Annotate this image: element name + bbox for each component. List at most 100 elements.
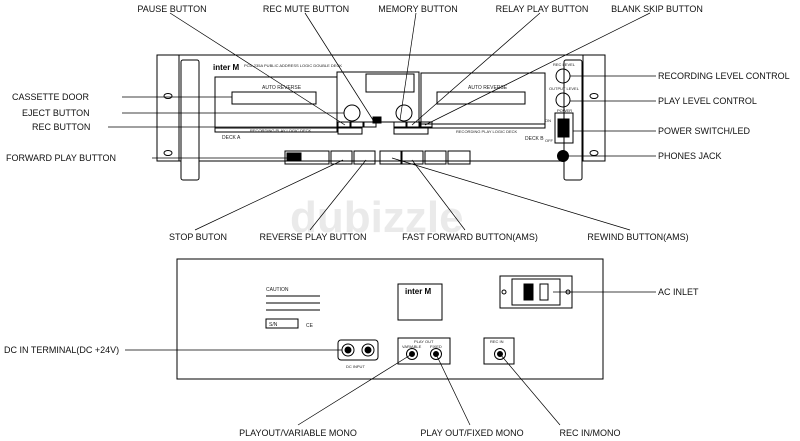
dc-terminal-negative-core <box>364 346 372 354</box>
callout-reverse-play-button: REVERSE PLAY BUTTON <box>259 232 366 242</box>
ac-inlet-pins <box>523 283 534 301</box>
power-label: POWER <box>557 108 572 113</box>
ear-hole <box>163 150 173 156</box>
callout-ac-inlet: AC INLET <box>658 287 699 297</box>
counter-display <box>365 73 415 93</box>
caution-title: CAUTION <box>266 287 289 293</box>
rewind-button-b[interactable] <box>379 150 402 165</box>
deck-a-caption: RECORDING PLAY LOGIC DECK <box>250 128 312 133</box>
deck-a-transport-strip <box>337 127 363 135</box>
leader-rewind <box>391 157 631 231</box>
callout-rec-mute-button: REC MUTE BUTTON <box>263 4 349 14</box>
reverse-play-button-a[interactable] <box>353 150 376 165</box>
deck-b-relay-button[interactable] <box>406 121 420 128</box>
callout-rec-in-mono: REC IN/MONO <box>559 428 620 438</box>
dc-input-label: DC INPUT <box>346 364 365 369</box>
ce-mark: CE <box>306 323 314 329</box>
leader-pause <box>169 12 346 126</box>
deck-a-auto-reverse: AUTO REVERSE <box>262 85 302 91</box>
callout-recording-level-control: RECORDING LEVEL CONTROL <box>658 71 790 81</box>
leader-fast-forward <box>411 159 466 231</box>
output-level-label: OUTPUT LEVEL <box>549 86 580 91</box>
leader-playout-variable <box>297 353 413 426</box>
play-out-block <box>397 337 451 365</box>
deck-b-blank-skip-button[interactable] <box>419 121 433 128</box>
dc-terminal-negative[interactable] <box>361 343 375 357</box>
handle-left <box>180 59 200 181</box>
leader-blank-skip <box>424 12 651 126</box>
phones-jack[interactable] <box>557 150 569 162</box>
on-label: ON <box>545 118 551 123</box>
forward-play-button-b[interactable] <box>447 150 471 165</box>
callout-playout-variable-mono: PLAYOUT/VARIABLE MONO <box>239 428 357 438</box>
ac-inlet-socket <box>511 278 561 306</box>
callout-rec-button: REC BUTTON <box>32 122 90 132</box>
leader-rec-in <box>499 353 561 426</box>
stop-button-a[interactable] <box>330 150 353 165</box>
deck-b-auto-reverse: AUTO REVERSE <box>468 85 508 91</box>
callout-eject-button: EJECT BUTTON <box>22 108 90 118</box>
rec-in-block <box>483 337 515 365</box>
ac-fuse <box>539 283 549 301</box>
forward-play-bar[interactable] <box>284 150 330 165</box>
dc-input-terminal <box>337 339 379 361</box>
deck-b-counter-knob <box>395 104 413 122</box>
fwd-icon <box>286 152 302 162</box>
callout-phones-jack: PHONES JACK <box>658 151 722 161</box>
leader-memory <box>399 12 417 121</box>
deck-b-window <box>436 91 526 105</box>
power-switch[interactable] <box>557 118 570 138</box>
rack-ear-right <box>582 54 606 162</box>
leader-rec-mute <box>304 12 374 121</box>
callout-pause-button: PAUSE BUTTON <box>137 4 206 14</box>
front-brand: inter M <box>213 63 240 72</box>
rec-in-label: REC IN <box>490 339 504 344</box>
deck-a-pause-button[interactable] <box>350 121 364 128</box>
play-out-label: PLAY OUT <box>414 339 434 344</box>
leader-play-out-fixed <box>435 353 471 426</box>
playout-fixed-jack[interactable] <box>430 348 442 360</box>
ear-hole <box>589 93 599 99</box>
output-level-knob[interactable] <box>555 92 571 108</box>
watermark: dubizzle <box>290 193 464 242</box>
leader-lines <box>108 12 656 426</box>
center-control-area <box>336 71 420 123</box>
rear-label-plate <box>397 283 443 321</box>
rear-panel <box>176 258 604 380</box>
ear-hole <box>163 93 173 99</box>
callout-power-switch-led: POWER SWITCH/LED <box>658 126 751 136</box>
screw <box>501 289 507 295</box>
dc-terminal-positive-core <box>344 346 352 354</box>
leader-reverse-play <box>309 159 367 231</box>
callout-relay-play-button: RELAY PLAY BUTTON <box>496 4 589 14</box>
deck-a-counter-knob <box>343 104 361 122</box>
model-line: PCD-235A PUBLIC ADDRESS LOGIC DOUBLE DEC… <box>244 63 342 68</box>
rack-ear-left <box>156 54 180 162</box>
front-panel <box>156 54 606 181</box>
sn-label: S/N <box>269 322 278 328</box>
power-switch-housing <box>554 112 574 144</box>
callout-cassette-door: CASSETTE DOOR <box>12 92 90 102</box>
off-label: OFF <box>545 138 554 143</box>
leader-stop <box>194 159 344 231</box>
sn-plate <box>265 318 299 329</box>
callout-memory-button: MEMORY BUTTON <box>378 4 458 14</box>
deck-a-rec-button[interactable] <box>363 121 377 128</box>
deck-a-window <box>231 91 317 105</box>
variable-label: VARIABLE <box>402 344 422 349</box>
deck-b-memory-button[interactable] <box>393 121 407 128</box>
fast-forward-button-b[interactable] <box>424 150 447 165</box>
callout-play-level-control: PLAY LEVEL CONTROL <box>658 96 757 106</box>
callout-blank-skip-button: BLANK SKIP BUTTON <box>611 4 703 14</box>
rec-level-label: REC LEVEL <box>553 62 576 67</box>
ear-hole <box>589 150 599 156</box>
playout-variable-jack[interactable] <box>406 348 418 360</box>
callout-play-out-fixed-mono: PLAY OUT/FIXED MONO <box>420 428 523 438</box>
rear-brand: inter M <box>405 287 432 296</box>
fixed-label: FIXED <box>430 344 442 349</box>
deck-b-transport-strip <box>393 127 429 135</box>
callout-forward-play-button: FORWARD PLAY BUTTON <box>6 153 116 163</box>
leader-relay-play <box>411 12 541 126</box>
rec-in-jack[interactable] <box>494 348 506 360</box>
